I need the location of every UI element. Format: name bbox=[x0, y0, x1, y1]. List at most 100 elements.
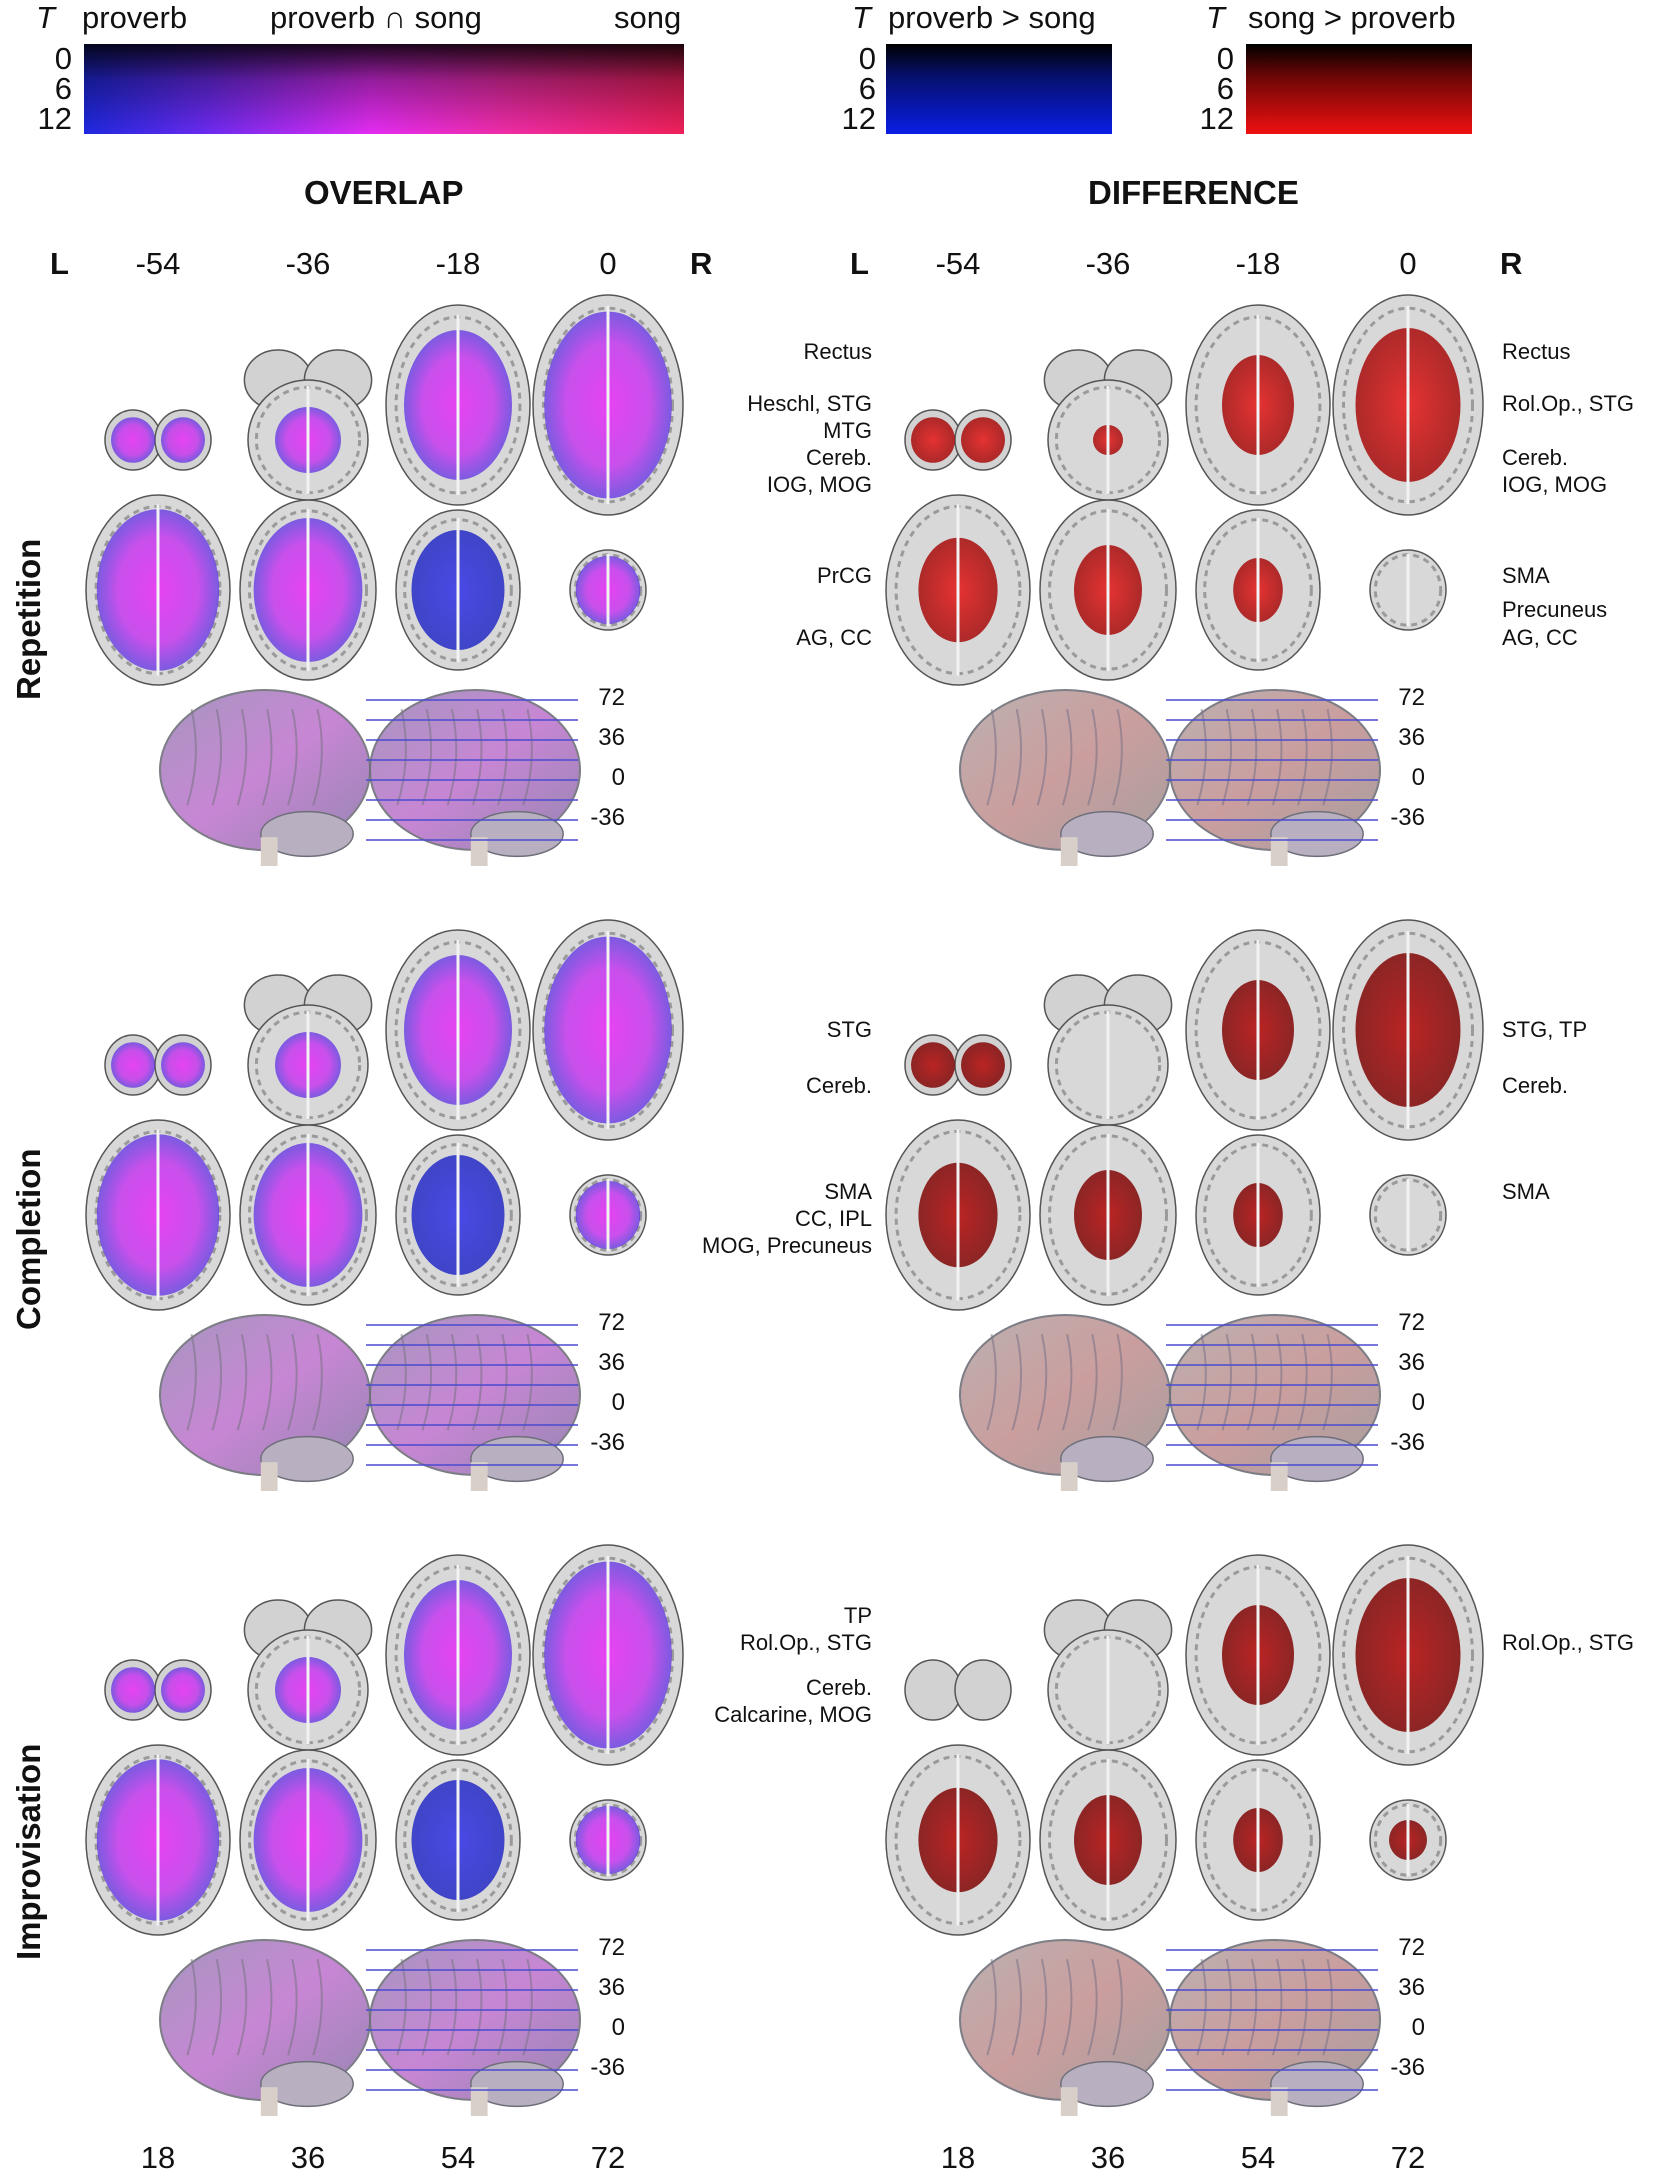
z-tick-label: 0 bbox=[611, 764, 625, 791]
sulcus-line bbox=[471, 1958, 483, 2056]
z-tick-label: -36 bbox=[1390, 804, 1425, 831]
coord-top: -54 bbox=[935, 246, 981, 281]
sulcus-line bbox=[446, 708, 458, 806]
brainstem-3d bbox=[1060, 1462, 1078, 1491]
cerebellum-3d bbox=[260, 1435, 354, 1483]
blue-gradient-bar bbox=[886, 44, 1112, 134]
cerebellum-3d bbox=[260, 2060, 354, 2108]
coord-bottom: 18 bbox=[940, 2140, 976, 2175]
coord-top: -18 bbox=[1235, 246, 1281, 281]
sulcus-line bbox=[1112, 708, 1123, 806]
activation-blob bbox=[961, 1042, 1005, 1088]
sulcus-line bbox=[287, 1958, 298, 2056]
gyri-pattern bbox=[248, 509, 368, 671]
gyri-pattern bbox=[403, 1143, 513, 1287]
gyri-pattern bbox=[542, 931, 674, 1129]
region-label: IOG, MOG bbox=[1502, 472, 1608, 497]
coord-bottom: 54 bbox=[1240, 2140, 1276, 2175]
left-marker: L bbox=[850, 246, 869, 281]
sulcus-line bbox=[1271, 708, 1283, 806]
gyri-pattern bbox=[542, 1556, 674, 1754]
sulcus-line bbox=[1112, 1333, 1123, 1431]
brainstem-3d bbox=[470, 2087, 488, 2116]
sulcus-line bbox=[186, 1333, 197, 1431]
z-tick-label: -36 bbox=[590, 1429, 625, 1456]
z-tick-label: 36 bbox=[1398, 1974, 1425, 2001]
sulcus-line bbox=[471, 708, 483, 806]
sulcus-line bbox=[1297, 1958, 1308, 2056]
cerebellum-3d bbox=[1060, 2060, 1154, 2108]
region-label: SMA bbox=[1502, 563, 1550, 588]
region-label: IOG, MOG bbox=[766, 472, 872, 497]
t-symbol: T bbox=[852, 0, 871, 35]
sulcus-line bbox=[312, 1958, 323, 2056]
sulcus-line bbox=[1221, 708, 1233, 806]
tick-0: 0 bbox=[54, 41, 72, 76]
tick-6: 6 bbox=[1216, 71, 1234, 106]
sulcus-line bbox=[211, 1333, 223, 1431]
brainstem-3d bbox=[1060, 2087, 1078, 2116]
gyri-pattern bbox=[1203, 1143, 1313, 1287]
sulcus-line bbox=[1221, 1333, 1233, 1431]
row-label-repetition: Repetition bbox=[10, 538, 47, 700]
region-label: MOG, Precuneus bbox=[702, 1233, 872, 1258]
sulcus-line bbox=[421, 1958, 433, 2056]
region-label: Rectus bbox=[1502, 339, 1571, 364]
sulcus-line bbox=[1322, 1958, 1333, 2056]
region-label: AG, CC bbox=[1502, 625, 1578, 650]
activation-blob bbox=[111, 417, 155, 463]
sulcus-line bbox=[1322, 708, 1333, 806]
gyri-pattern bbox=[1203, 1768, 1313, 1912]
tick-12: 12 bbox=[37, 101, 72, 136]
sulcus-line bbox=[186, 708, 197, 806]
row-label-completion: Completion bbox=[10, 1148, 47, 1330]
tick-6: 6 bbox=[54, 71, 72, 106]
coord-top: -54 bbox=[135, 246, 181, 281]
left-marker: L bbox=[50, 246, 69, 281]
brainstem-3d bbox=[1270, 2087, 1288, 2116]
region-label: Rol.Op., STG bbox=[1502, 1630, 1635, 1655]
activation-blob bbox=[911, 1042, 955, 1088]
gyri-pattern bbox=[1048, 1134, 1168, 1296]
activation-blob bbox=[961, 417, 1005, 463]
sulcus-line bbox=[1196, 1333, 1207, 1431]
sulcus-line bbox=[312, 708, 323, 806]
activation-blob bbox=[911, 417, 955, 463]
tick-12: 12 bbox=[841, 101, 876, 136]
sulcus-line bbox=[287, 1333, 298, 1431]
z-tick-label: -36 bbox=[590, 804, 625, 831]
red-gradient-bar bbox=[1246, 44, 1472, 134]
z-tick-label: 72 bbox=[1398, 684, 1425, 711]
gyri-pattern bbox=[1203, 518, 1313, 662]
song-gt-proverb-label: song > proverb bbox=[1248, 0, 1456, 35]
song-label: song bbox=[614, 0, 682, 35]
sulcus-line bbox=[1196, 708, 1207, 806]
region-label: Calcarine, MOG bbox=[714, 1702, 872, 1727]
region-label: SMA bbox=[824, 1179, 872, 1204]
region-label: Rectus bbox=[803, 339, 872, 364]
overlap-gradient-bar bbox=[84, 44, 684, 134]
activation-blob bbox=[161, 417, 205, 463]
gyri-pattern bbox=[403, 518, 513, 662]
coord-top: 0 bbox=[599, 246, 617, 281]
sulcus-line bbox=[186, 1958, 197, 2056]
tick-6: 6 bbox=[858, 71, 876, 106]
sulcus-line bbox=[1297, 1333, 1308, 1431]
sulcus-line bbox=[261, 708, 273, 806]
region-label: Heschl, STG bbox=[747, 391, 872, 416]
sulcus-line bbox=[396, 1333, 407, 1431]
proverb-label: proverb bbox=[82, 0, 188, 35]
activation-blob bbox=[111, 1667, 155, 1713]
cerebellum-3d bbox=[1060, 1435, 1154, 1483]
cerebellum-slice bbox=[954, 1659, 1012, 1721]
sulcus-line bbox=[1011, 1958, 1023, 2056]
coord-bottom: 54 bbox=[440, 2140, 476, 2175]
sulcus-line bbox=[312, 1333, 323, 1431]
cerebellum-3d bbox=[1270, 810, 1364, 858]
sulcus-line bbox=[1271, 1958, 1283, 2056]
coord-top: -36 bbox=[285, 246, 331, 281]
sulcus-line bbox=[261, 1958, 273, 2056]
sulcus-line bbox=[1061, 1333, 1073, 1431]
region-label: Cereb. bbox=[1502, 445, 1569, 470]
coord-bottom: 18 bbox=[140, 2140, 176, 2175]
